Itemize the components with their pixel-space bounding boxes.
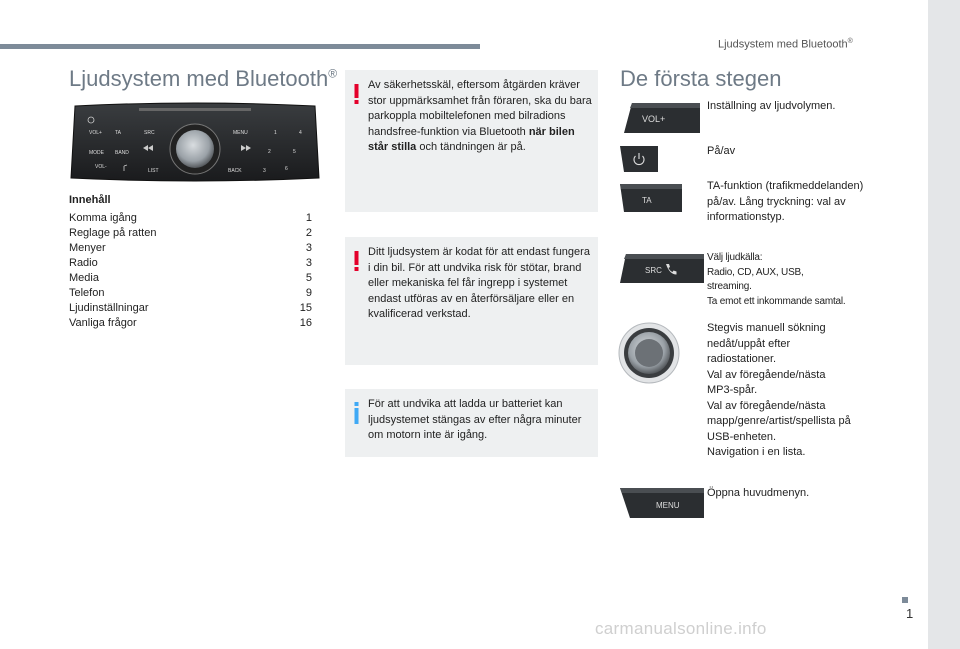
menu-button-image: MENU <box>620 488 704 518</box>
safety-warning-text: Av säkerhetsskäl, eftersom åtgärden kräv… <box>368 79 592 153</box>
panel-preset-3: 3 <box>263 168 266 174</box>
vol-plus-button-image: VOL+ <box>624 103 700 133</box>
panel-label-mode: MODE <box>89 150 105 156</box>
side-margin-strip <box>928 0 960 649</box>
watermark: carmanualsonline.info <box>595 619 767 638</box>
panel-label-vol-plus: VOL+ <box>89 130 102 136</box>
page-title: Ljudsystem med Bluetooth® <box>69 66 338 91</box>
panel-preset-5: 5 <box>293 149 296 155</box>
vol-plus-label: VOL+ <box>642 114 665 124</box>
warning-exclamation-icon <box>354 84 359 104</box>
panel-preset-1: 1 <box>274 130 277 136</box>
menu-description: Öppna huvudmenyn. <box>707 487 810 499</box>
vol-plus-description: Inställning av ljudvolymen. <box>707 100 836 112</box>
panel-preset-2: 2 <box>268 149 271 155</box>
panel-preset-6: 6 <box>285 166 288 172</box>
src-label: SRC <box>645 266 662 275</box>
knob-description: Stegvis manuell sökning nedåt/uppåt efte… <box>707 322 851 458</box>
ta-label: TA <box>642 196 652 205</box>
phone-icon <box>666 264 677 275</box>
warning-exclamation-icon <box>354 251 359 271</box>
battery-info-text: För att undvika att ladda ur batteriet k… <box>368 398 582 441</box>
panel-preset-4: 4 <box>299 130 302 136</box>
panel-label-ta: TA <box>115 130 122 136</box>
panel-label-vol-minus: VOL- <box>95 164 107 170</box>
section-title: De första stegen <box>620 66 782 91</box>
ta-button-image: TA <box>620 184 682 212</box>
safety-warning-box: Av säkerhetsskäl, eftersom åtgärden kräv… <box>345 70 598 212</box>
power-icon <box>633 153 645 166</box>
panel-label-src: SRC <box>144 130 155 136</box>
panel-label-back: BACK <box>228 168 242 174</box>
power-button-image <box>620 146 658 172</box>
src-description: Välj ljudkälla: Radio, CD, AUX, USB, str… <box>707 252 846 307</box>
page-marker <box>902 597 908 603</box>
coding-warning-box: Ditt ljudsystem är kodat för att endast … <box>345 237 598 365</box>
contents-heading: Innehåll <box>69 194 111 206</box>
running-header: Ljudsystem med Bluetooth® <box>718 38 853 51</box>
power-description: På/av <box>707 145 736 157</box>
panel-label-band: BAND <box>115 150 129 156</box>
ta-description: TA-funktion (trafikmeddelanden) på/av. L… <box>707 180 864 223</box>
panel-label-list: LIST <box>148 168 159 174</box>
radio-panel-image: VOL+ TA SRC MENU MODE BAND VOL- LIST BAC… <box>70 102 320 182</box>
menu-label: MENU <box>656 501 680 510</box>
rotary-knob-image <box>618 322 680 384</box>
src-button-image: SRC <box>620 254 704 283</box>
battery-info-box: För att undvika att ladda ur batteriet k… <box>345 389 598 457</box>
panel-label-menu: MENU <box>233 130 248 136</box>
header-rule <box>0 44 480 49</box>
info-icon <box>354 402 359 424</box>
coding-warning-text: Ditt ljudsystem är kodat för att endast … <box>368 246 590 320</box>
page-number: 1 <box>906 606 914 621</box>
